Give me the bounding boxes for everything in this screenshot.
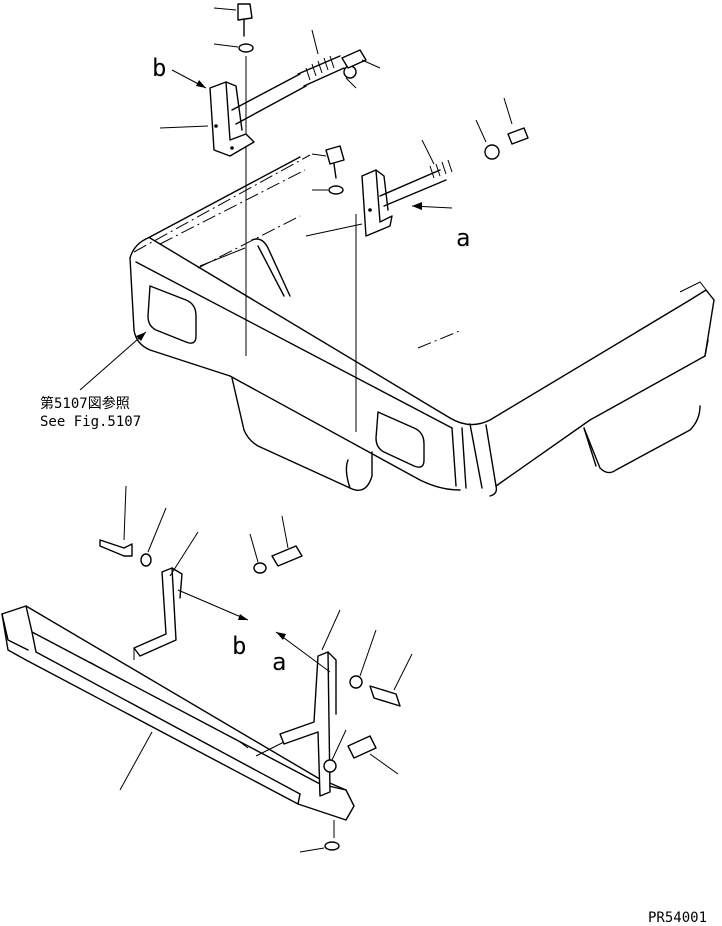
callout-b-top: b [152,54,166,82]
callout-a-bottom: a [272,648,286,676]
reference-label-en: See Fig.5107 [40,414,141,430]
lower-right-bracket: a [255,609,413,797]
counterweight-body [129,154,715,497]
lower-left-bracket: b [99,485,303,660]
rear-bumper [1,605,355,853]
drawing-number: PR54001 [648,910,707,926]
upper-right-mount: a [305,97,529,432]
reference-label-jp: 第5107図参照 [40,395,130,412]
callout-b-bottom: b [232,632,246,660]
callout-a-top: a [456,224,470,252]
reference-leader [79,331,147,391]
upper-left-mount: b [152,3,381,356]
